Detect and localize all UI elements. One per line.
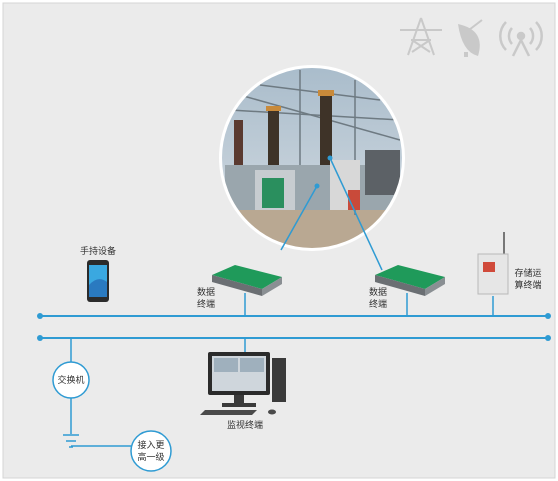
smartphone-icon	[87, 260, 109, 302]
storage-terminal-device	[477, 232, 509, 295]
uplink-node	[130, 430, 172, 472]
bus-end-dot	[37, 335, 43, 341]
monitor-label: 监视终端	[227, 419, 263, 431]
data-terminal-1-device	[212, 265, 282, 296]
switch-label: 交换机	[57, 374, 84, 386]
sensor-point-1	[314, 183, 320, 189]
transmission-tower-icon	[400, 17, 442, 56]
desktop-computer-icon	[200, 352, 286, 415]
data-terminal-2-label-line1: 数据	[369, 286, 387, 298]
uplink-label-line1: 接入更	[137, 439, 164, 451]
switch-node	[52, 361, 90, 399]
bus-end-dot	[545, 313, 551, 319]
data-terminal-1-label-line1: 数据	[197, 286, 215, 298]
uplink-label-line2: 高一级	[137, 451, 164, 463]
handheld-label: 手持设备	[80, 245, 116, 257]
sensor-link-line-1	[280, 185, 318, 251]
storage-label-line1: 存储运	[514, 267, 541, 279]
sensor-point-2	[327, 155, 333, 161]
bus-end-dot	[37, 313, 43, 319]
data-terminal-1-label-line2: 终端	[197, 298, 215, 310]
storage-label-line2: 算终端	[514, 279, 541, 291]
sensor-link-line-2	[329, 157, 383, 271]
bus-end-dot	[545, 335, 551, 341]
ground-symbol-icon	[63, 434, 79, 448]
substation-photo	[219, 65, 405, 251]
satellite-dish-icon	[458, 19, 483, 57]
wireless-signal-icon	[499, 21, 543, 57]
data-terminal-2-device	[375, 265, 445, 296]
data-terminal-2-label-line2: 终端	[369, 298, 387, 310]
